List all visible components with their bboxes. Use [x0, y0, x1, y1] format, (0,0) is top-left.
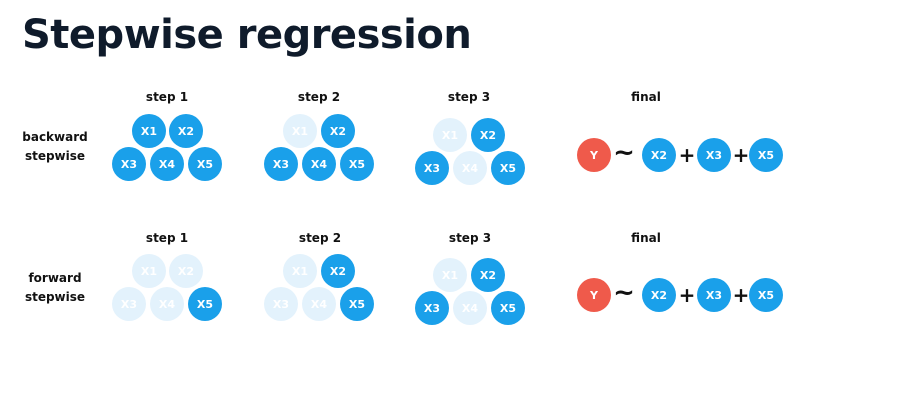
forward-step2-header: step 2	[298, 231, 342, 245]
backward-final-term: X2	[642, 138, 676, 172]
forward-label-line2: stepwise	[24, 290, 86, 304]
backward-label-line1: backward	[22, 130, 88, 144]
forward-final-header: final	[631, 231, 661, 245]
backward-label-line2: stepwise	[24, 149, 86, 163]
backward-step2-header: step 2	[297, 90, 341, 104]
forward-final-term: X2	[642, 278, 676, 312]
forward-step3-x1: X1	[433, 258, 467, 292]
backward-final-header: final	[631, 90, 661, 104]
forward-step1-x4: X4	[150, 287, 184, 321]
forward-step2-x4: X4	[302, 287, 336, 321]
forward-final-tilde: ~	[613, 278, 635, 308]
forward-final-term: X5	[749, 278, 783, 312]
forward-final-plus: +	[732, 283, 750, 307]
forward-final-response: Y	[577, 278, 611, 312]
backward-step1-x4: X4	[150, 147, 184, 181]
backward-step1-x2: X2	[169, 114, 203, 148]
forward-final-plus: +	[678, 283, 696, 307]
forward-step1-x5: X5	[188, 287, 222, 321]
backward-step3-x5: X5	[491, 151, 525, 185]
backward-final-term: X5	[749, 138, 783, 172]
backward-step1-header: step 1	[145, 90, 189, 104]
forward-step3-x4: X4	[453, 291, 487, 325]
forward-step1-header: step 1	[145, 231, 189, 245]
forward-label-line1: forward	[28, 271, 82, 285]
forward-step3-x3: X3	[415, 291, 449, 325]
backward-step3-header: step 3	[447, 90, 491, 104]
forward-step3-header: step 3	[448, 231, 492, 245]
forward-row-label: forward stepwise	[10, 269, 100, 307]
backward-step1-x5: X5	[188, 147, 222, 181]
backward-step1-x3: X3	[112, 147, 146, 181]
page-title: Stepwise regression	[22, 12, 472, 58]
backward-step2-x2: X2	[321, 114, 355, 148]
forward-step2-x5: X5	[340, 287, 374, 321]
backward-final-tilde: ~	[613, 138, 635, 168]
forward-step1-x3: X3	[112, 287, 146, 321]
backward-final-plus: +	[732, 143, 750, 167]
forward-step2-x2: X2	[321, 254, 355, 288]
backward-step2-x3: X3	[264, 147, 298, 181]
forward-step1-x2: X2	[169, 254, 203, 288]
forward-step2-x3: X3	[264, 287, 298, 321]
forward-step3-x2: X2	[471, 258, 505, 292]
backward-step3-x1: X1	[433, 118, 467, 152]
backward-step3-x4: X4	[453, 151, 487, 185]
backward-final-term: X3	[697, 138, 731, 172]
backward-step1-x1: X1	[132, 114, 166, 148]
forward-step3-x5: X5	[491, 291, 525, 325]
backward-step3-x3: X3	[415, 151, 449, 185]
forward-step2-x1: X1	[283, 254, 317, 288]
forward-step1-x1: X1	[132, 254, 166, 288]
backward-step2-x4: X4	[302, 147, 336, 181]
backward-final-plus: +	[678, 143, 696, 167]
backward-step3-x2: X2	[471, 118, 505, 152]
backward-step2-x1: X1	[283, 114, 317, 148]
backward-step2-x5: X5	[340, 147, 374, 181]
backward-final-response: Y	[577, 138, 611, 172]
forward-final-term: X3	[697, 278, 731, 312]
backward-row-label: backward stepwise	[10, 128, 100, 166]
